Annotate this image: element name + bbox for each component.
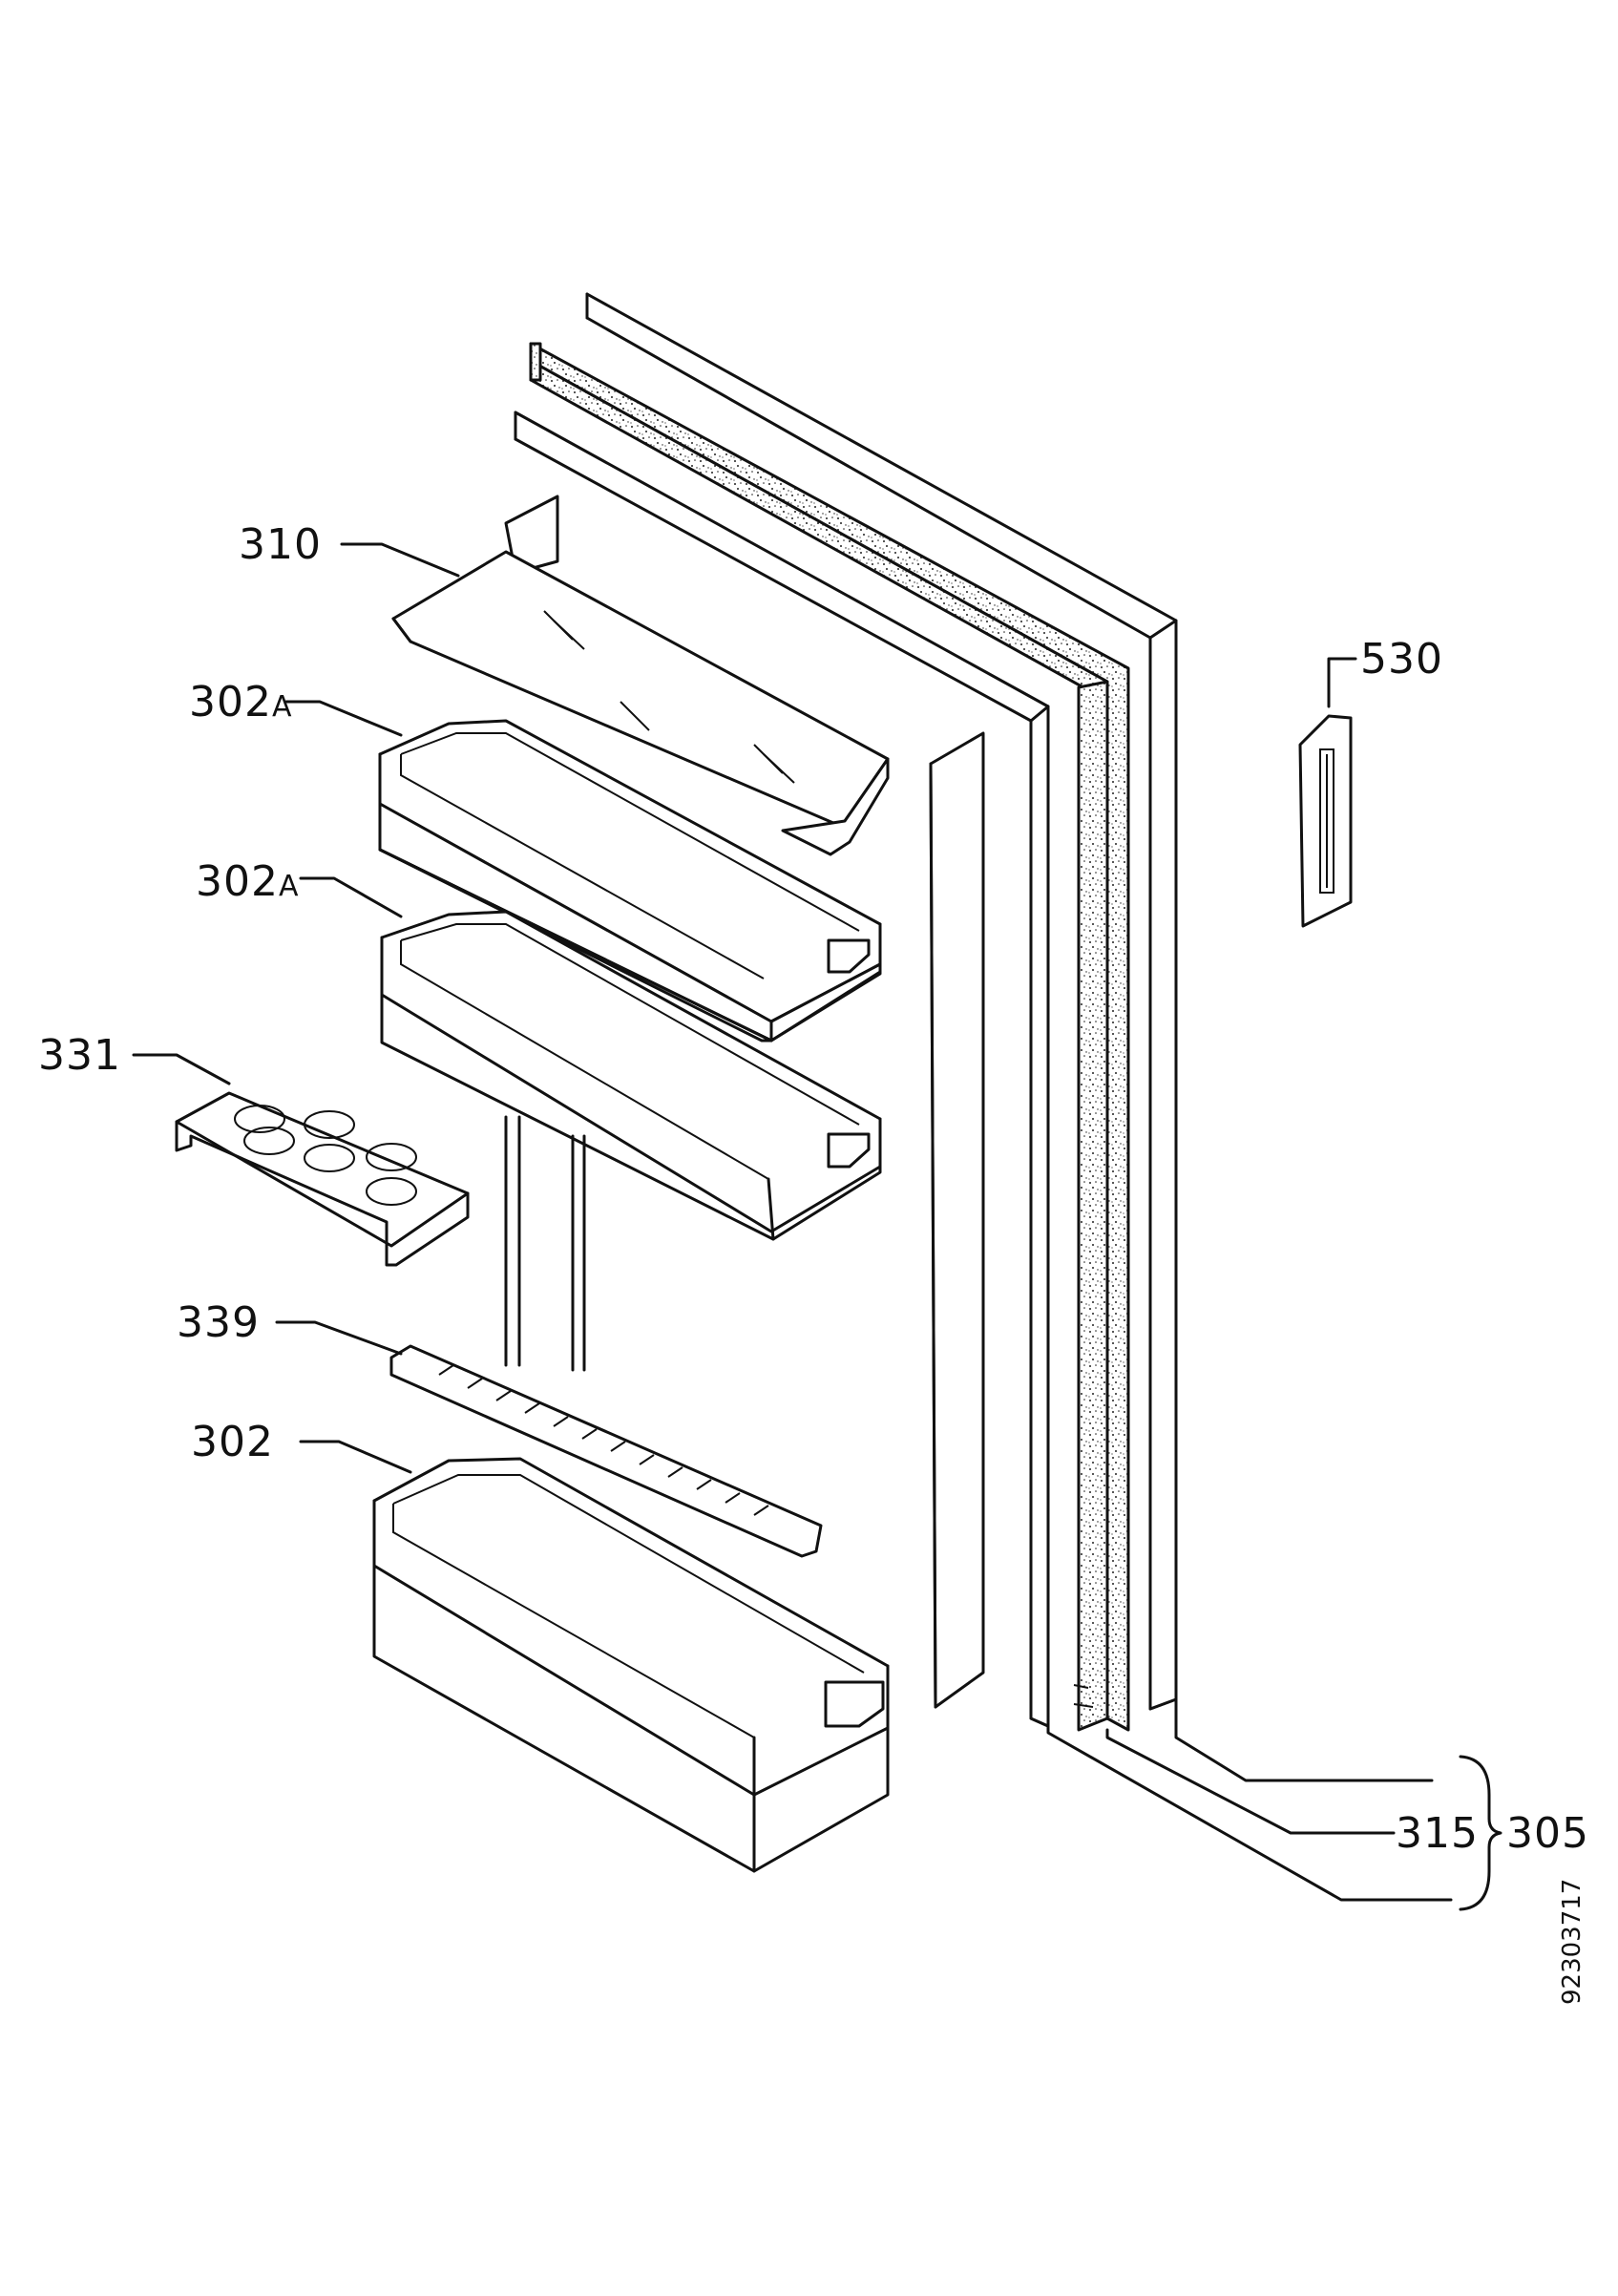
label-302a-middle: 302A	[196, 857, 300, 906]
leader-310	[340, 542, 460, 578]
label-302a-upper-suffix: A	[272, 690, 293, 724]
label-302a-upper: 302A	[189, 678, 293, 727]
label-530: 530	[1360, 635, 1443, 684]
leader-302	[299, 1440, 412, 1474]
egg-tray-icon	[175, 1091, 470, 1267]
bottle-retainer-icon	[389, 1344, 823, 1558]
drawing-number: 92303717	[1558, 1879, 1586, 2005]
label-302a-middle-suffix: A	[279, 870, 300, 903]
label-302a-middle-number: 302	[196, 857, 279, 906]
door-assembly-icon	[504, 292, 1502, 1911]
door-shelf-icon	[380, 910, 882, 1241]
gasket-icon	[529, 342, 1130, 1732]
door-shelf-icon	[378, 719, 882, 1043]
leader-331	[132, 1053, 231, 1085]
leader-305-bottom	[1046, 1724, 1453, 1902]
label-331: 331	[38, 1031, 121, 1080]
brace-305	[1459, 1755, 1502, 1911]
leader-315	[1105, 1728, 1396, 1835]
leader-302a-middle	[299, 876, 403, 918]
label-339: 339	[177, 1298, 260, 1347]
shelf-cover-icon	[391, 550, 890, 856]
handle-icon	[1298, 714, 1353, 928]
label-302: 302	[191, 1418, 274, 1466]
label-310: 310	[239, 520, 322, 569]
leader-305-top	[1174, 1697, 1434, 1782]
leader-530	[1327, 657, 1357, 708]
label-315: 315	[1396, 1809, 1479, 1858]
door-strip	[929, 731, 985, 1709]
label-302a-upper-number: 302	[189, 678, 272, 727]
door-shelf-icon	[372, 1457, 890, 1873]
label-305: 305	[1506, 1809, 1589, 1858]
leader-302a-upper	[284, 700, 403, 737]
leader-339	[275, 1320, 403, 1356]
